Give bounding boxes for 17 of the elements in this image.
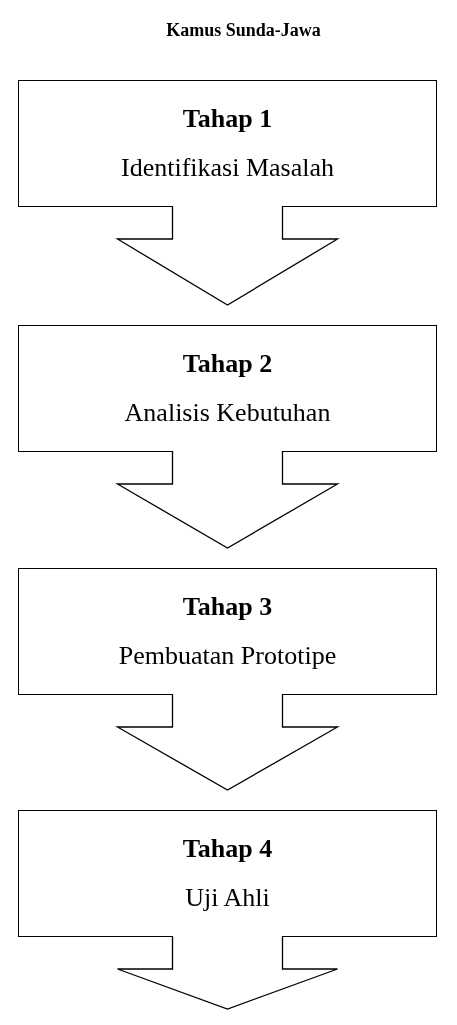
stage-heading: Tahap 1: [182, 104, 273, 134]
diagram-title: Kamus Sunda-Jawa: [166, 20, 321, 41]
stage-box: [18, 810, 437, 937]
stage-heading: Tahap 4: [182, 834, 273, 864]
block-arrow: [116, 935, 339, 1010]
block-arrow: [115, 693, 340, 791]
stage-heading: Tahap 3: [182, 592, 273, 622]
stage-heading: Tahap 2: [182, 349, 273, 379]
stage-box: [18, 568, 437, 695]
stage-description: Identifikasi Masalah: [121, 153, 334, 183]
block-arrow: [115, 450, 340, 549]
stage-description: Analisis Kebutuhan: [124, 398, 331, 428]
stage-description: Uji Ahli: [185, 883, 270, 913]
stage-box: [18, 80, 437, 207]
stage-box: [18, 325, 437, 452]
stage-description: Pembuatan Prototipe: [118, 641, 337, 671]
block-arrow: [115, 205, 340, 306]
